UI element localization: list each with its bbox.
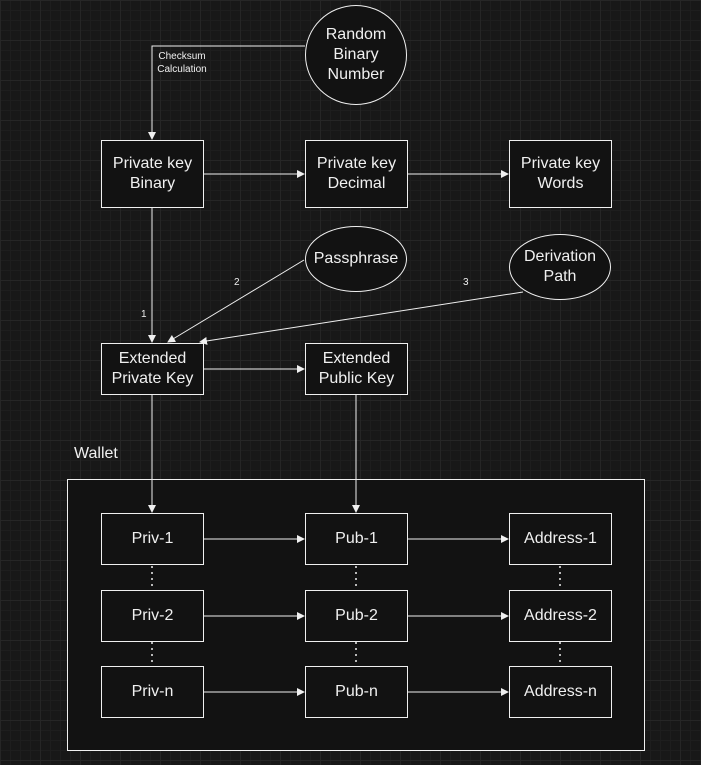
address-n-node[interactable]: Address-n xyxy=(509,666,612,718)
pub-n-node[interactable]: Pub-n xyxy=(305,666,408,718)
priv-n-node[interactable]: Priv-n xyxy=(101,666,204,718)
pub-1-node[interactable]: Pub-1 xyxy=(305,513,408,565)
random-binary-number-node[interactable]: Random Binary Number xyxy=(305,5,407,105)
derivation-path-node[interactable]: Derivation Path xyxy=(509,234,611,300)
private-key-decimal-node[interactable]: Private key Decimal xyxy=(305,140,408,208)
passphrase-node[interactable]: Passphrase xyxy=(305,226,407,292)
private-key-binary-node[interactable]: Private key Binary xyxy=(101,140,204,208)
address-1-node[interactable]: Address-1 xyxy=(509,513,612,565)
address-2-node[interactable]: Address-2 xyxy=(509,590,612,642)
wallet-label: Wallet xyxy=(74,445,118,462)
edge-label-3: 3 xyxy=(463,277,469,288)
pub-2-node[interactable]: Pub-2 xyxy=(305,590,408,642)
priv-2-node[interactable]: Priv-2 xyxy=(101,590,204,642)
extended-private-key-node[interactable]: Extended Private Key xyxy=(101,343,204,395)
edge-label-1: 1 xyxy=(141,309,147,320)
edge-derivation-to-extpriv xyxy=(199,291,524,345)
extended-public-key-node[interactable]: Extended Public Key xyxy=(305,343,408,395)
edge-label-2: 2 xyxy=(234,277,240,288)
checksum-calculation-label: Checksum Calculation xyxy=(157,51,207,75)
priv-1-node[interactable]: Priv-1 xyxy=(101,513,204,565)
edge-passphrase-to-extpriv xyxy=(167,259,305,343)
private-key-words-node[interactable]: Private key Words xyxy=(509,140,612,208)
